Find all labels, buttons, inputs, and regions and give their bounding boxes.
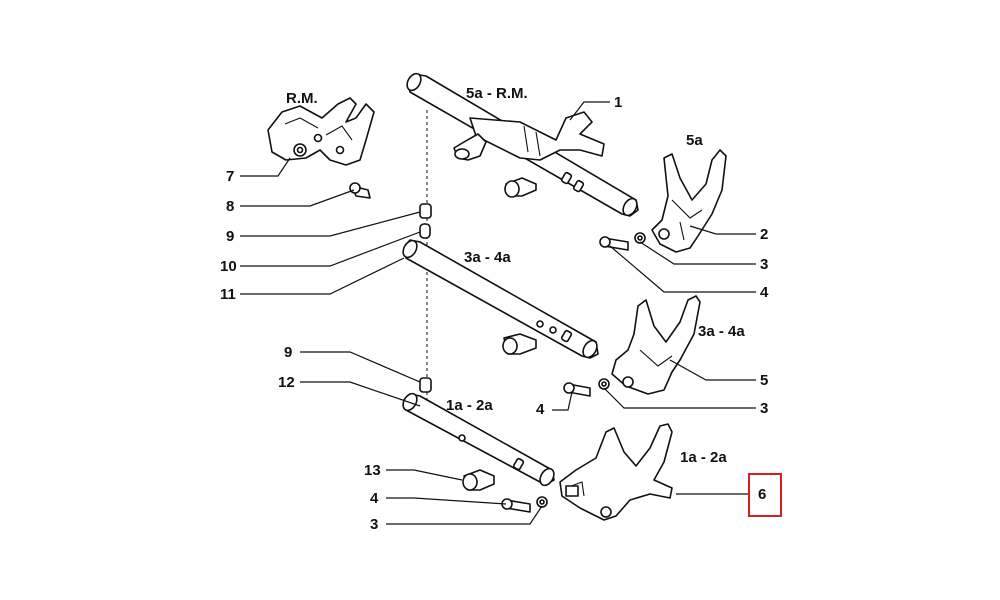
group-label-1a-2a-fork: 1a - 2a (680, 449, 727, 466)
fork-5a-part (651, 149, 727, 253)
callout-2: 2 (760, 226, 768, 243)
pin-9-upper-part (419, 203, 432, 219)
rod-3a-4a-part (402, 239, 599, 359)
callout-12: 12 (278, 374, 295, 391)
pin-10-part (419, 223, 431, 239)
washer-3-upper-part (634, 232, 646, 244)
fork-1a-2a-part (559, 423, 673, 521)
group-label-1a-2a-rod: 1a - 2a (446, 397, 493, 414)
group-label-3a-4a-fork: 3a - 4a (698, 323, 745, 340)
group-label-3a-4a-rod: 3a - 4a (464, 249, 511, 266)
callout-3-middle: 3 (760, 400, 768, 417)
callout-9-lower: 9 (284, 344, 292, 361)
callout-4-upper: 4 (760, 284, 769, 301)
group-label-rm: R.M. (286, 90, 318, 107)
reverse-bracket-part (267, 97, 375, 166)
detent-plunger-upper-part (504, 177, 537, 198)
rod-5a-rm-part (406, 72, 639, 217)
bolt-4-upper-part (599, 236, 629, 251)
bolt-8-part (349, 182, 371, 199)
callout-7: 7 (226, 168, 234, 185)
highlight-box (748, 473, 782, 517)
callout-13: 13 (364, 462, 381, 479)
callout-3-lower: 3 (370, 516, 378, 533)
plunger-13-part (462, 469, 495, 491)
group-label-5a-rm: 5a - R.M. (466, 85, 528, 102)
leader-lines (240, 101, 756, 525)
callout-11: 11 (220, 286, 236, 303)
callout-8: 8 (226, 198, 234, 215)
detent-plunger-middle-part (502, 333, 537, 355)
callout-10: 10 (220, 258, 237, 275)
bolt-4-lower-part (501, 498, 531, 513)
washer-3-middle-part (598, 378, 610, 390)
callout-4-middle: 4 (536, 401, 545, 418)
callout-9-upper: 9 (226, 228, 234, 245)
callout-6: 6 (758, 486, 766, 503)
callout-5: 5 (760, 372, 768, 389)
callout-4-lower: 4 (370, 490, 379, 507)
pin-9-lower-part (419, 377, 432, 393)
rod-1a-2a-part (402, 392, 555, 487)
fork-3a-4a-part (611, 295, 701, 395)
callout-3-upper: 3 (760, 256, 768, 273)
callout-1: 1 (614, 94, 622, 111)
group-label-5a: 5a (686, 132, 703, 149)
bolt-4-middle-part (563, 382, 591, 397)
washer-3-lower-part (536, 496, 548, 508)
